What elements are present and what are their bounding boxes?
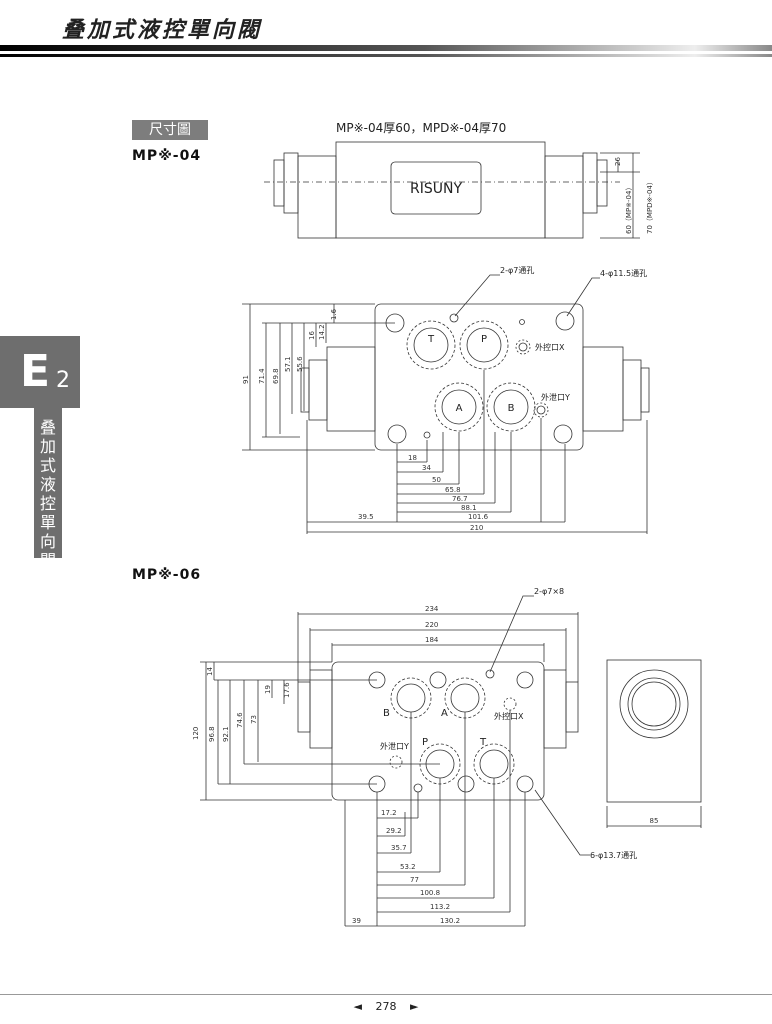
vchar: 式: [39, 456, 56, 475]
dim: 130.2: [440, 917, 460, 925]
page-header-title: 叠加式液控單向閥: [62, 18, 263, 43]
callout-y: 外泄口Y: [541, 392, 570, 402]
dim: 70（MPD※-04）: [646, 178, 654, 234]
mp06-side-view: 85: [606, 659, 702, 828]
chapter-letter: E: [20, 346, 51, 397]
page-number-text: 278: [375, 1000, 397, 1013]
dim: 39.5: [358, 513, 374, 521]
page-number: ◄ 278 ►: [0, 1000, 772, 1013]
prev-arrow-icon: ◄: [353, 1000, 362, 1013]
dim: 91: [242, 375, 250, 384]
dim: 77: [410, 876, 419, 884]
port-label: T: [479, 737, 487, 748]
callout-x: 外控口X: [494, 711, 524, 721]
vchar: 叠: [39, 418, 56, 437]
dim: 55.6: [296, 356, 304, 372]
callout-holes: 2-φ7通孔: [500, 265, 534, 275]
dim: 53.2: [400, 863, 416, 871]
vchar: 控: [39, 494, 56, 513]
dim: 14.2: [318, 324, 326, 340]
port-label: T: [427, 334, 435, 345]
dim: 19: [264, 685, 272, 694]
vchar: 單: [39, 513, 56, 532]
callout-holes: 4-φ11.5通孔: [600, 268, 647, 278]
dim: 39: [352, 917, 361, 925]
dim: 74.6: [236, 712, 244, 728]
dim: 17.2: [381, 809, 397, 817]
callout-holes: 6-φ13.7通孔: [590, 850, 637, 860]
port-label: A: [456, 403, 463, 414]
callout-y: 外泄口Y: [380, 741, 409, 751]
dim: 35.7: [391, 844, 407, 852]
dim: 57.1: [284, 356, 292, 372]
port-label: A: [441, 708, 448, 719]
dim: 76.7: [452, 495, 468, 503]
chapter-number: 2: [56, 368, 70, 393]
dim: 26: [614, 157, 622, 166]
dimension-badge: 尺寸圖: [132, 120, 208, 140]
model-mp06: MP※-06: [132, 567, 202, 583]
dim: 65.8: [445, 486, 461, 494]
dim: 234: [425, 605, 439, 613]
dim: 17.6: [283, 682, 291, 698]
footer-line: [0, 994, 772, 995]
port-label: B: [508, 403, 515, 414]
vchar: 閥: [39, 551, 56, 570]
dim: 71.4: [258, 368, 266, 384]
brand-label: RISUNY: [410, 181, 462, 197]
dim: 101.6: [468, 513, 489, 521]
vchar: 液: [39, 475, 56, 494]
dim: 120: [192, 727, 200, 740]
dim: 85: [650, 817, 659, 825]
dim: 60（MP※-04）: [625, 184, 633, 234]
thickness-note: MP※-04厚60，MPD※-04厚70: [336, 121, 507, 135]
dim: 34: [422, 464, 431, 472]
dim: 96.8: [208, 726, 216, 742]
header-bar: [0, 45, 772, 57]
dim: 88.1: [461, 504, 477, 512]
dim: 92.1: [222, 726, 230, 742]
port-label: P: [481, 334, 487, 345]
port-label: P: [422, 737, 428, 748]
dim: 1.6: [330, 308, 338, 320]
chapter-tab: E 2: [0, 336, 80, 408]
dim: 69.8: [272, 368, 280, 384]
callout-holes: 2-φ7×8: [534, 587, 564, 596]
mp04-top-view: T P A B 外控口X 外泄口Y 2-φ7通孔 4-φ11.5通孔 91 71…: [242, 265, 650, 534]
dim: 29.2: [386, 827, 402, 835]
port-label: B: [383, 708, 390, 719]
dim: 184: [425, 636, 439, 644]
dim: 16: [308, 331, 316, 340]
model-mp04: MP※-04: [132, 148, 202, 164]
mp04-side-view: RISUNY 26 60（MP※-04） 70（MPD※-04）: [264, 141, 654, 239]
mp06-top-view: B A P T 外控口X 外泄口Y 2-φ7×8 6-φ13.7通孔 234 2…: [192, 587, 637, 927]
vchar: 加: [39, 437, 56, 456]
dim: 113.2: [430, 903, 450, 911]
callout-x: 外控口X: [535, 342, 565, 352]
dim: 73: [250, 715, 258, 724]
chapter-vertical-title: 叠 加 式 液 控 單 向 閥: [38, 418, 58, 570]
dim: 18: [408, 454, 417, 462]
chapter-strip: 叠 加 式 液 控 單 向 閥: [34, 408, 62, 570]
dim: 14: [206, 667, 214, 676]
vchar: 向: [39, 532, 56, 551]
dim: 100.8: [420, 889, 440, 897]
dim: 50: [432, 476, 441, 484]
dim: 210: [470, 524, 483, 532]
dim: 220: [425, 621, 438, 629]
next-arrow-icon: ►: [410, 1000, 419, 1013]
